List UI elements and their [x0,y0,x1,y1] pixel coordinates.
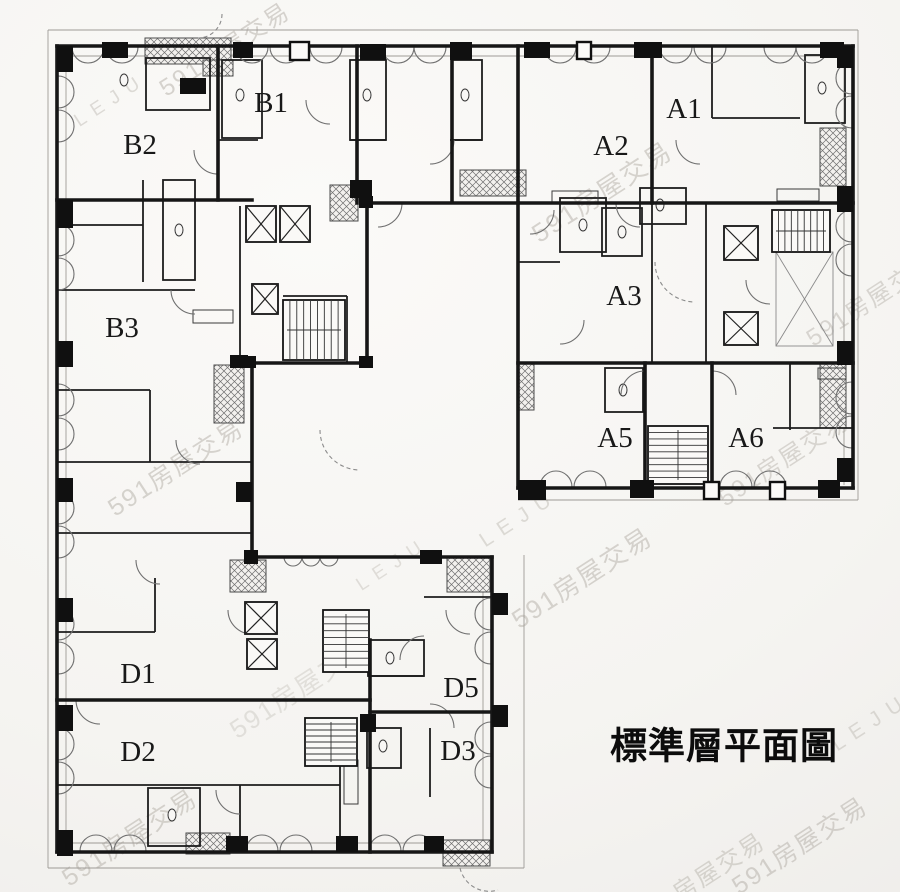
unit-label-d3: D3 [440,735,475,767]
watermark-text: L E J U [827,692,900,756]
column-layer [57,40,853,856]
unit-label-d1: D1 [120,658,155,690]
unit-label-b1: B1 [254,87,288,119]
unit-label-a6: A6 [728,422,763,454]
watermark-text: 591房屋交易 [57,784,203,892]
unit-label-d2: D2 [120,736,155,768]
fixture-layer [119,73,847,822]
unit-label-a1: A1 [666,93,701,125]
structural-wall-layer [55,44,855,854]
unit-label-a5: A5 [597,422,632,454]
watermark-text: 591房屋交易 [103,414,249,522]
unit-label-a2: A2 [593,130,628,162]
watermark-text: 591房屋交易 [506,521,658,634]
unit-label-b3: B3 [105,312,139,344]
unit-label-b2: B2 [123,129,157,161]
unit-label-a3: A3 [606,280,641,312]
elevator-stair-core-layer [244,205,834,767]
watermark-text: 591房屋交易 [802,248,900,352]
watermark-text: L E J U [353,537,428,596]
watermark-text: L E J U [71,73,146,132]
unit-label-d5: D5 [443,672,478,704]
plan-title: 標準層平面圖 [610,726,838,767]
